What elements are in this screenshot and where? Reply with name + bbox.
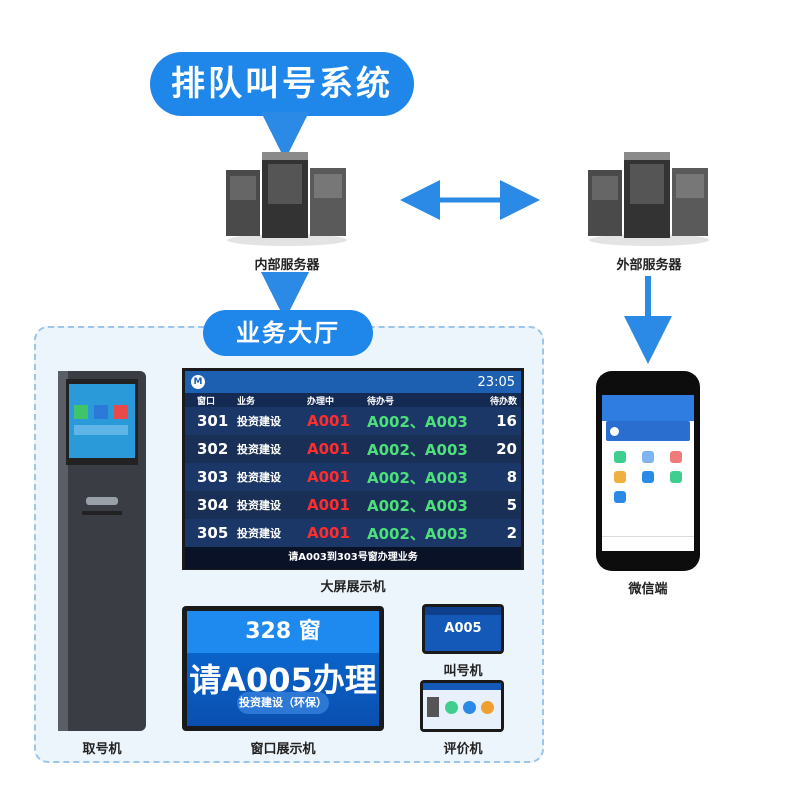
window-display-window: 328 窗 — [187, 611, 379, 653]
window-number: 304 — [197, 496, 229, 514]
rating-unsatisfied-icon — [481, 701, 494, 714]
internal-server-icon — [226, 152, 347, 246]
big-screen-column-headers: 窗口 业务 办理中 待办号 待办数 — [185, 393, 521, 407]
current-number: A001 — [307, 412, 350, 430]
current-number: A001 — [307, 468, 350, 486]
rating-device — [420, 680, 504, 732]
col-header: 待办数 — [489, 396, 517, 407]
big-screen-header: M 23:05 — [185, 371, 521, 393]
rating-neutral-icon — [463, 701, 476, 714]
business-name: 投资建设 — [237, 499, 281, 512]
col-header: 窗口 — [197, 396, 216, 407]
menu-icon — [614, 491, 626, 503]
big-screen-time: 23:05 — [477, 374, 515, 390]
menu-icon — [614, 471, 626, 483]
system-title: 排队叫号系统 — [150, 52, 414, 116]
business-name: 投资建设 — [237, 527, 281, 540]
menu-icon — [642, 451, 654, 463]
table-row: 304 投资建设 A001 A002、A003 5 — [185, 491, 521, 519]
window-number: 303 — [197, 468, 229, 486]
phone-logo-icon — [610, 426, 619, 436]
menu-icon — [670, 471, 682, 483]
rating-device-label: 评价机 — [443, 742, 483, 757]
col-header: 办理中 — [307, 396, 335, 407]
current-number: A001 — [307, 496, 350, 514]
window-number: 301 — [197, 412, 229, 430]
big-screen-rows: 301 投资建设 A001 A002、A003 16 302 投资建设 A001… — [185, 407, 521, 547]
call-device-label: 叫号机 — [443, 664, 483, 679]
table-row: 301 投资建设 A001 A002、A003 16 — [185, 407, 521, 435]
pending-count: 16 — [496, 412, 517, 430]
business-hall-title: 业务大厅 — [203, 310, 373, 356]
avatar — [427, 697, 439, 717]
external-server-icon — [588, 152, 709, 246]
menu-icon — [670, 451, 682, 463]
pending-numbers: A002、A003 — [367, 496, 468, 515]
pending-numbers: A002、A003 — [367, 524, 468, 543]
call-device: A005 — [422, 604, 504, 654]
window-display-service: 投资建设（环保） — [237, 692, 329, 714]
pending-count: 20 — [496, 440, 517, 458]
pending-numbers: A002、A003 — [367, 412, 468, 431]
pending-count: 2 — [506, 524, 517, 542]
business-name: 投资建设 — [237, 471, 281, 484]
window-display-label: 窗口展示机 — [250, 742, 316, 757]
call-device-number: A005 — [444, 621, 482, 636]
business-name: 投资建设 — [237, 443, 281, 456]
pending-count: 5 — [506, 496, 517, 514]
current-number: A001 — [307, 440, 350, 458]
big-screen-label: 大屏展示机 — [320, 580, 386, 595]
pending-numbers: A002、A003 — [367, 440, 468, 459]
wechat-phone-device — [596, 371, 700, 571]
big-screen-logo-icon: M — [191, 375, 205, 389]
wechat-label: 微信端 — [628, 582, 668, 597]
pending-count: 8 — [506, 468, 517, 486]
current-number: A001 — [307, 524, 350, 542]
window-display-device: 328 窗 请A005办理 投资建设（环保） — [182, 606, 384, 731]
menu-icon — [614, 451, 626, 463]
window-number: 302 — [197, 440, 229, 458]
pending-numbers: A002、A003 — [367, 468, 468, 487]
rating-satisfied-icon — [445, 701, 458, 714]
phone-banner — [606, 421, 690, 441]
window-number: 305 — [197, 524, 229, 542]
internal-server-label: 内部服务器 — [254, 258, 320, 273]
menu-icon — [642, 471, 654, 483]
big-screen-announcement: 请A003到303号窗办理业务 — [185, 547, 521, 569]
ticket-kiosk-icon — [58, 371, 146, 731]
big-screen-display: M 23:05 窗口 业务 办理中 待办号 待办数 301 投资建设 A001 … — [182, 368, 524, 570]
external-server-label: 外部服务器 — [616, 258, 682, 273]
kiosk-label: 取号机 — [82, 742, 122, 757]
table-row: 303 投资建设 A001 A002、A003 8 — [185, 463, 521, 491]
table-row: 305 投资建设 A001 A002、A003 2 — [185, 519, 521, 547]
business-name: 投资建设 — [237, 415, 281, 428]
table-row: 302 投资建设 A001 A002、A003 20 — [185, 435, 521, 463]
col-header: 业务 — [237, 396, 256, 407]
col-header: 待办号 — [367, 396, 395, 407]
phone-menu-grid — [602, 441, 694, 513]
